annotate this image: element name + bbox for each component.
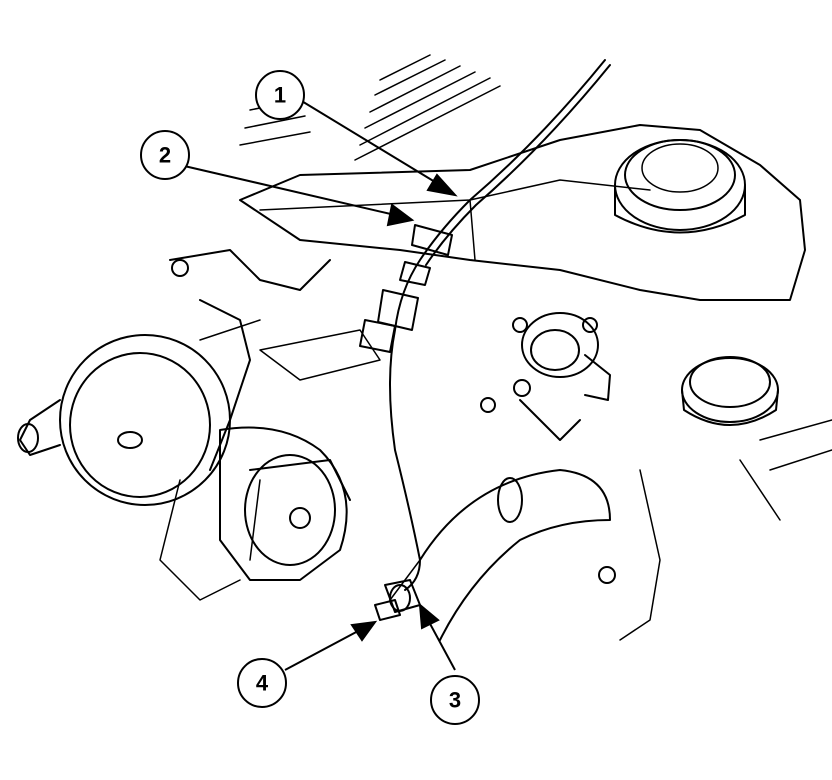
engine-cover-outline [239,124,806,301]
throttle-linkage [159,426,351,601]
callout-3: 3 [430,675,480,725]
callout-2: 2 [140,130,190,180]
throttle-body [17,249,331,506]
cable-line [389,59,606,591]
callout-label-1: 1 [274,83,286,108]
bolt-heads [171,259,616,584]
reservoir-cap [614,139,746,234]
callout-label-3: 3 [449,688,461,713]
callout-1: 1 [255,70,305,120]
sensor-connector [513,312,611,441]
callout-label-2: 2 [159,143,171,168]
callout-4: 4 [237,658,287,708]
cable-fitting [359,224,453,353]
cable-connector-end [374,579,421,621]
intake-tube [419,469,611,641]
callout-label-4: 4 [256,671,269,696]
leader-lines [179,99,458,671]
coolant-cap [681,356,779,426]
